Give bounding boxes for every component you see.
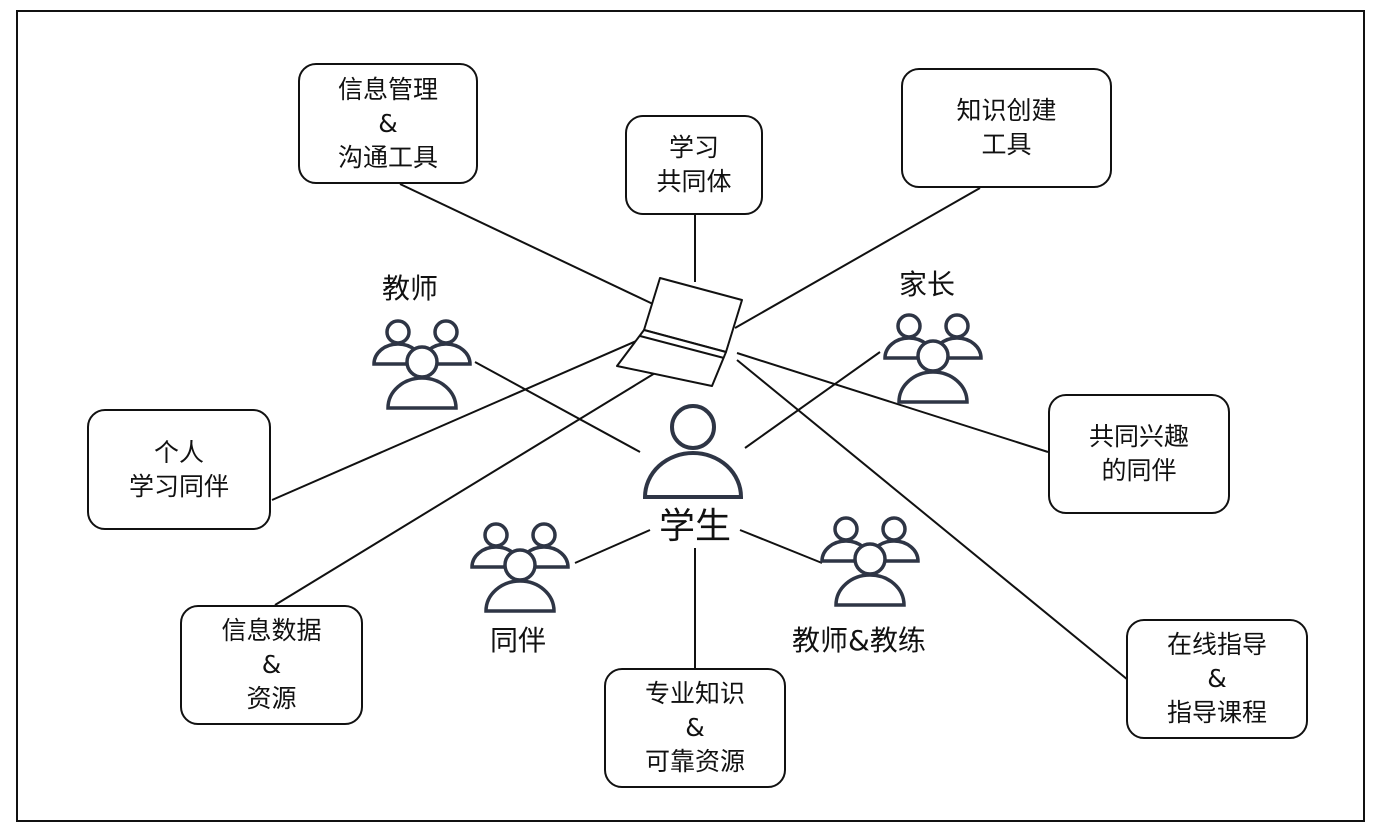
box-text-line: 资源: [246, 684, 297, 713]
people-group-icon: [883, 313, 983, 404]
person-icon: [642, 404, 744, 499]
box-text-line: &: [261, 650, 282, 679]
box-text-line: 专业知识: [644, 679, 745, 708]
line-peers-student: [574, 529, 651, 564]
box-text-line: &: [378, 108, 398, 138]
box-expert-knowledge-resources: 专业知识 & 可靠资源: [604, 668, 786, 788]
box-text-line: 指导课程: [1166, 698, 1267, 727]
box-text-line: 学习: [668, 133, 719, 162]
box-text-line: &: [685, 713, 705, 742]
box-text-line: 沟通工具: [337, 142, 438, 172]
box-text-line: &: [1207, 664, 1227, 693]
box-text-line: 信息数据: [221, 616, 322, 645]
line-datares-laptop: [274, 369, 661, 606]
box-text-line: 在线指导: [1166, 630, 1267, 659]
people-group-icon: [820, 516, 920, 607]
line-guidance-laptop: [736, 359, 1129, 681]
line-info-mgmt-laptop: [399, 183, 656, 306]
line-interest-laptop: [736, 352, 1049, 453]
box-text-line: 信息管理: [337, 74, 438, 104]
box-personal-learning-peers: 个人 学习同伴: [87, 409, 271, 530]
line-coach-student: [739, 529, 823, 564]
box-knowledge-creation-tools: 知识创建 工具: [901, 68, 1112, 188]
box-text-line: 工具: [981, 130, 1032, 159]
box-text-line: 共同体: [656, 167, 732, 196]
line-teachers-student: [474, 361, 641, 453]
label-peers: 同伴: [490, 624, 547, 657]
diagram-frame: [16, 10, 1365, 822]
box-text-line: 学习同伴: [128, 471, 229, 501]
line-parents-student: [744, 351, 881, 449]
label-student: 学生: [659, 506, 732, 547]
box-info-data-resources: 信息数据 & 资源: [180, 605, 363, 725]
label-parents: 家长: [899, 268, 956, 301]
box-text-line: 个人: [153, 437, 204, 467]
box-text-line: 共同兴趣: [1088, 422, 1189, 451]
box-info-management-communication: 信息管理 & 沟通工具: [298, 63, 478, 184]
label-teachers-coaches: 教师&教练: [792, 624, 926, 657]
box-learning-community: 学习 共同体: [625, 115, 763, 215]
box-text-line: 可靠资源: [644, 747, 745, 776]
box-common-interest-peers: 共同兴趣 的同伴: [1048, 394, 1230, 514]
line-knowledge-laptop: [734, 187, 981, 329]
people-group-icon: [372, 319, 472, 410]
box-online-guidance-courses: 在线指导 & 指导课程: [1126, 619, 1308, 739]
people-group-icon: [470, 522, 570, 613]
laptop-icon: [616, 277, 743, 387]
line-personal-laptop: [271, 334, 651, 501]
label-teachers: 教师: [382, 272, 439, 305]
box-text-line: 的同伴: [1101, 456, 1177, 485]
box-text-line: 知识创建: [956, 96, 1057, 125]
